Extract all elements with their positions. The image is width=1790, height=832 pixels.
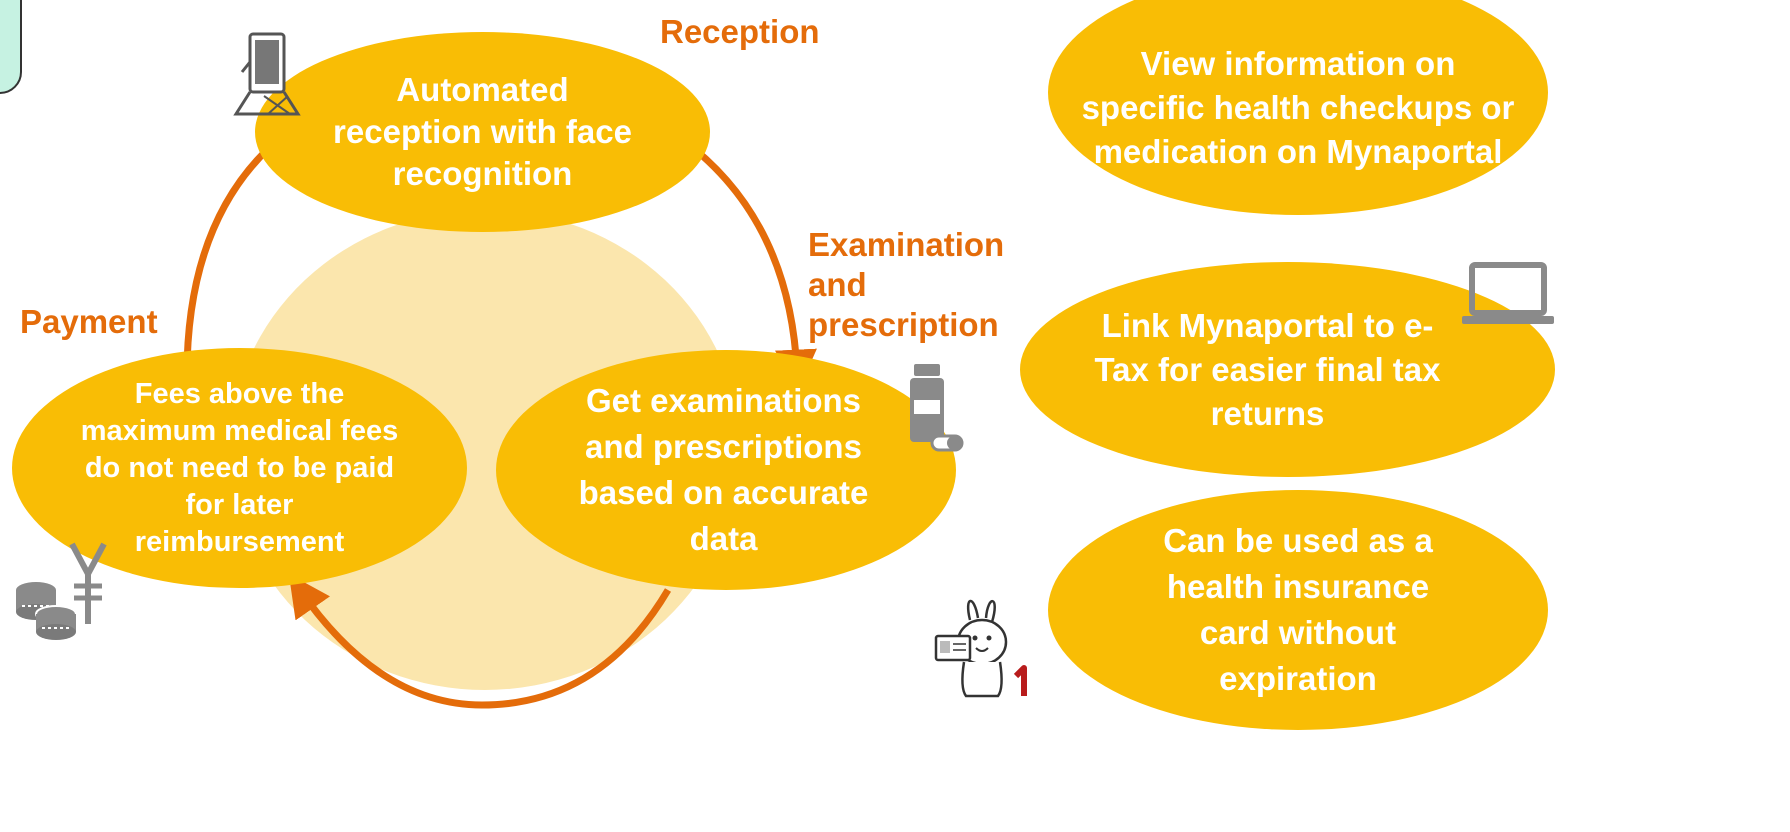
benefit-insurance-text: Can be used as a health insurance card w… xyxy=(1163,522,1433,697)
examination-step-ellipse: Get examinations and prescriptions based… xyxy=(496,350,956,590)
benefit-etax-text: Link Mynaportal to e-Tax for easier fina… xyxy=(1094,306,1441,432)
benefit-etax-ellipse: Link Mynaportal to e-Tax for easier fina… xyxy=(1020,262,1555,477)
payment-step-ellipse: Fees above the maximum medical fees do n… xyxy=(12,348,467,588)
benefit-mynaportal-text: View information on specific health chec… xyxy=(1081,44,1515,170)
reception-step-ellipse: Automated reception with face recognitio… xyxy=(255,32,710,232)
face-recognition-terminal-icon xyxy=(233,32,301,116)
payment-description: Fees above the maximum medical fees do n… xyxy=(80,377,399,558)
medicine-bottle-icon xyxy=(910,364,964,452)
reception-description: Automated reception with face recognitio… xyxy=(333,71,632,192)
yen-coins-icon xyxy=(16,542,107,640)
benefit-mynaportal-ellipse: View information on specific health chec… xyxy=(1048,0,1548,215)
mascot-with-card-icon xyxy=(934,599,1027,698)
arrow-reception-to-exam xyxy=(680,137,817,392)
reception-label: Reception xyxy=(652,12,828,52)
examination-description: Get examinations and prescriptions based… xyxy=(578,382,869,557)
laptop-icon xyxy=(1462,262,1554,324)
examination-label: Examination and prescription xyxy=(808,226,1005,343)
benefit-insurance-ellipse: Can be used as a health insurance card w… xyxy=(1048,490,1548,730)
payment-label: Payment xyxy=(20,303,158,340)
arrow-exam-to-payment xyxy=(288,573,672,709)
